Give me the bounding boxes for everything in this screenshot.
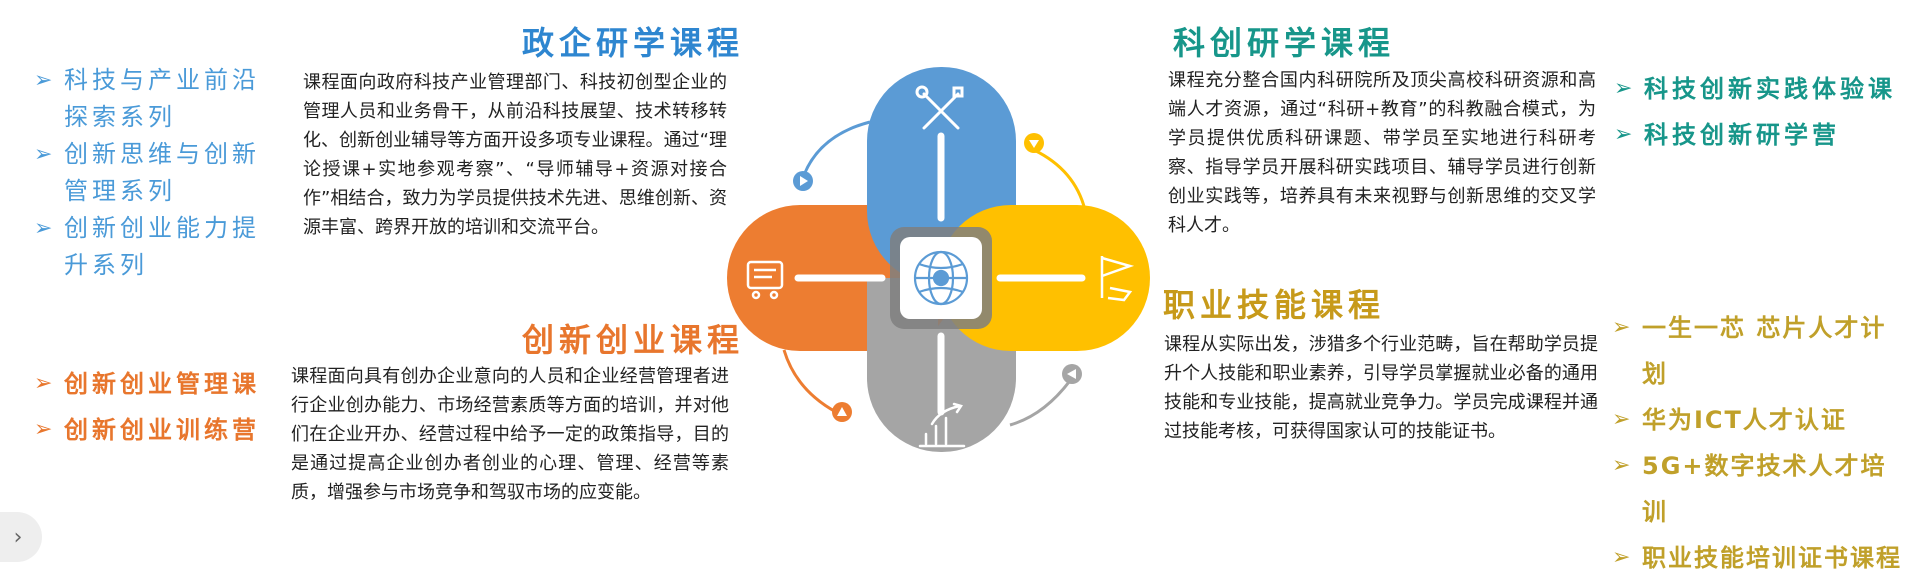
list-item-label: 创新创业管理课 — [64, 370, 260, 398]
cart-icon — [746, 260, 784, 300]
list-item[interactable]: ➢ 华为ICT人才认证 — [1612, 397, 1910, 443]
list-item[interactable]: ➢ 创新思维与创新管理系列 — [34, 136, 274, 210]
dot-top-left — [793, 171, 813, 191]
title-gov-enterprise-course: 政企研学课程 — [522, 24, 745, 62]
desc-gov-enterprise-course: 课程面向政府科技产业管理部门、科技初创型企业的管理人员和业务骨干，从前沿科技展望… — [303, 72, 727, 238]
dot-top-right — [1024, 133, 1044, 153]
connector-bottom-left — [782, 349, 837, 414]
list-sci-innovation-items: ➢ 科技创新实践体验课 ➢ 科技创新研学营 — [1614, 66, 1904, 158]
arrow-bullet-icon: ➢ — [34, 142, 57, 167]
list-item-label: 5G+数字技术人才培训 — [1642, 452, 1887, 526]
list-gov-enterprise-series: ➢ 科技与产业前沿探索系列 ➢ 创新思维与创新管理系列 ➢ 创新创业能力提升系列 — [34, 62, 274, 284]
arrow-bullet-icon: ➢ — [1614, 76, 1637, 101]
arrow-bullet-icon: ➢ — [34, 417, 57, 442]
next-arrow-button[interactable]: › — [0, 512, 42, 562]
desc-sci-innovation-course: 课程充分整合国内科研院所及顶尖高校科研资源和高端人才资源，通过“科研+教育”的科… — [1168, 70, 1596, 236]
desc-vocational-skills-course: 课程从实际出发，涉猎多个行业范畴，旨在帮助学员提升个人技能和职业素养，引导学员掌… — [1164, 334, 1598, 442]
list-item[interactable]: ➢ 科技创新实践体验课 — [1614, 66, 1904, 112]
list-item[interactable]: ➢ 科技创新研学营 — [1614, 112, 1904, 158]
list-item[interactable]: ➢ 创新创业能力提升系列 — [34, 210, 274, 284]
arrow-bullet-icon: ➢ — [1612, 545, 1633, 570]
arrow-bullet-icon: ➢ — [1614, 122, 1637, 147]
arrow-bullet-icon: ➢ — [34, 216, 57, 241]
list-item-label: 一生一芯 芯片人才计划 — [1642, 314, 1887, 388]
title-sci-innovation-course: 科创研学课程 — [1173, 24, 1396, 62]
dot-bottom-right — [1062, 364, 1082, 384]
list-item-label: 华为ICT人才认证 — [1642, 406, 1847, 434]
arrow-bullet-icon: ➢ — [1612, 315, 1633, 340]
list-item-label: 创新创业训练营 — [64, 416, 260, 444]
list-item-label: 创新创业能力提升系列 — [64, 214, 260, 279]
list-item-label: 科技创新实践体验课 — [1644, 75, 1896, 103]
list-item-label: 职业技能培训证书课程 — [1642, 544, 1902, 572]
desc-entrepreneurship-course: 课程面向具有创办企业意向的人员和企业经营管理者进行企业创办能力、市场经营素质等方… — [291, 366, 729, 503]
dot-bottom-left — [832, 402, 852, 422]
connector-top-right — [1033, 148, 1087, 211]
list-item[interactable]: ➢ 科技与产业前沿探索系列 — [34, 62, 274, 136]
chevron-right-icon: › — [13, 524, 23, 550]
list-item-label: 科技与产业前沿探索系列 — [64, 66, 260, 131]
arrow-bullet-icon: ➢ — [34, 68, 57, 93]
arrow-bullet-icon: ➢ — [1612, 453, 1633, 478]
arrow-bullet-icon: ➢ — [34, 371, 57, 396]
arrow-bullet-icon: ➢ — [1612, 407, 1633, 432]
list-item[interactable]: ➢ 5G+数字技术人才培训 — [1612, 443, 1910, 535]
flag-icon — [1100, 256, 1135, 302]
growth-chart-icon — [918, 402, 966, 448]
list-entrepreneurship-items: ➢ 创新创业管理课 ➢ 创新创业训练营 — [34, 361, 294, 453]
list-item[interactable]: ➢ 创新创业训练营 — [34, 407, 294, 453]
tools-icon — [915, 85, 964, 130]
list-item-label: 科技创新研学营 — [1644, 121, 1840, 149]
list-item[interactable]: ➢ 职业技能培训证书课程 — [1612, 535, 1910, 581]
list-vocational-skills-items: ➢ 一生一芯 芯片人才计划 ➢ 华为ICT人才认证 ➢ 5G+数字技术人才培训 ➢ 职业技能培… — [1612, 305, 1910, 581]
globe-icon — [913, 250, 969, 306]
list-item[interactable]: ➢ 一生一芯 芯片人才计划 — [1612, 305, 1910, 397]
list-item-label: 创新思维与创新管理系列 — [64, 140, 260, 205]
connector-bottom-right — [1009, 377, 1074, 427]
list-item[interactable]: ➢ 创新创业管理课 — [34, 361, 294, 407]
course-cross-diagram — [727, 67, 1150, 452]
title-vocational-skills-course: 职业技能课程 — [1163, 286, 1386, 324]
title-entrepreneurship-course: 创新创业课程 — [522, 321, 745, 359]
connector-top-left — [802, 120, 871, 176]
